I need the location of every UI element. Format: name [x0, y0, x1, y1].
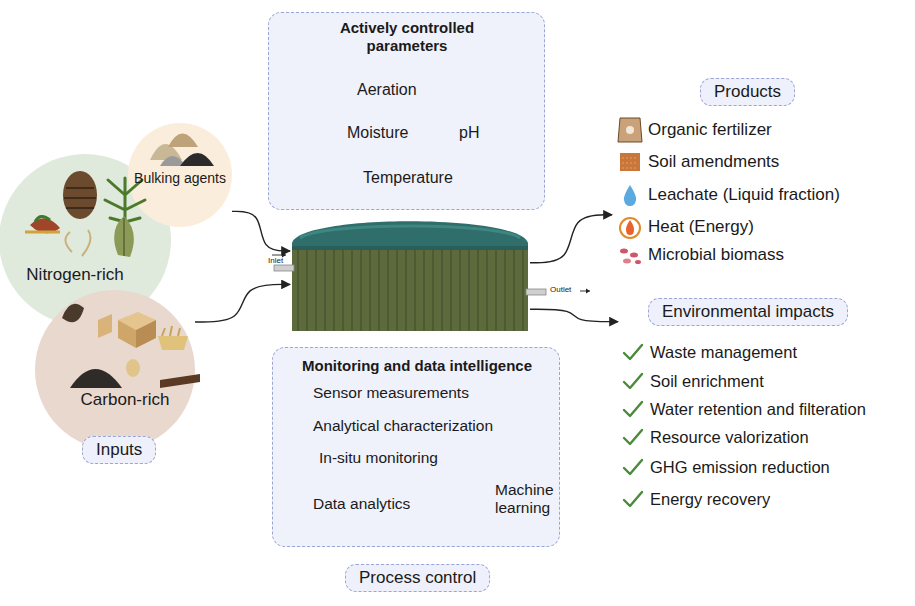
- monitoring-panel: Monitoring and data intelligenceSensor m…: [272, 347, 560, 547]
- port-label: Outlet: [550, 285, 582, 294]
- product-item: Leachate (Liquid fraction): [648, 185, 853, 205]
- impact-item: Soil enrichment: [650, 372, 910, 391]
- parameter-text: Temperature: [363, 169, 493, 188]
- bulking-icon: [150, 134, 214, 167]
- text-slot: Carbon-rich: [65, 390, 185, 410]
- product-icons: [618, 118, 642, 264]
- section-pill: Process control: [345, 564, 490, 592]
- text-slot: Analytical characterization: [313, 417, 548, 435]
- parameter-text: Aeration: [357, 81, 477, 100]
- product-item: Heat (Energy): [648, 217, 848, 237]
- flow-arrow: [530, 215, 612, 263]
- pill-label: Environmental impacts: [662, 302, 834, 322]
- text-slot: Resource valorization: [650, 428, 910, 447]
- parameter-text: Moisture: [347, 124, 447, 143]
- text-slot: Leachate (Liquid fraction): [648, 185, 853, 205]
- input-label: Nitrogen-rich: [20, 265, 130, 285]
- text-slot: Waste management: [650, 343, 910, 362]
- text-slot: Energy recovery: [650, 490, 910, 509]
- product-item: Soil amendments: [648, 152, 848, 172]
- flow-arrow: [530, 309, 618, 321]
- input-label: Bulking agents: [128, 170, 232, 187]
- product-item: Microbial biomass: [648, 245, 848, 265]
- product-item: Organic fertilizer: [648, 120, 848, 140]
- text-slot: Soil amendments: [648, 152, 848, 172]
- text-slot: Actively controlled parameters: [302, 19, 512, 54]
- text-slot: Machine learning: [495, 481, 559, 518]
- product-list: Organic fertilizerSoil amendmentsLeachat…: [612, 78, 852, 268]
- impact-item: Waste management: [650, 343, 910, 362]
- section-pill: Products: [700, 78, 795, 106]
- text-slot: Monitoring and data intelligence: [273, 357, 561, 375]
- text-slot: Organic fertilizer: [648, 120, 848, 140]
- port-label: Inlet: [268, 256, 290, 265]
- text-slot: Aeration: [357, 81, 477, 100]
- impact-item: Resource valorization: [650, 428, 910, 447]
- pill-label: Inputs: [96, 440, 142, 460]
- carbon-icon: [62, 304, 200, 388]
- monitoring-text: Machine learning: [495, 481, 559, 518]
- impact-item: GHG emission reduction: [650, 458, 910, 477]
- parameter-panel: Actively controlled parametersAerationMo…: [268, 12, 545, 210]
- monitoring-text: Sensor measurements: [313, 384, 543, 402]
- input-label: Carbon-rich: [65, 390, 185, 410]
- nitrogen-icon: [25, 171, 145, 257]
- bulking-blob: [128, 123, 232, 227]
- text-slot: Soil enrichment: [650, 372, 910, 391]
- section-pill: Environmental impacts: [648, 298, 848, 326]
- impact-list: Waste managementSoil enrichmentWater ret…: [618, 298, 910, 513]
- text-slot: Bulking agents: [128, 170, 232, 187]
- digester-tank: [272, 221, 590, 331]
- text-slot: Outlet: [550, 285, 582, 294]
- impact-item: Water retention and filteration: [650, 400, 912, 419]
- section-pill: Inputs: [82, 436, 156, 464]
- pill-label: Process control: [359, 568, 476, 588]
- monitoring-text: Analytical characterization: [313, 417, 548, 435]
- text-slot: In-situ monitoring: [319, 449, 519, 467]
- input-blob: Bulking agents: [128, 123, 232, 227]
- input-blob: Carbon-rich: [35, 290, 195, 450]
- text-slot: pH: [459, 124, 499, 143]
- flow-arrow: [195, 284, 290, 322]
- text-slot: Temperature: [363, 169, 493, 188]
- monitoring-text: Monitoring and data intelligence: [273, 357, 561, 375]
- digester-tank: InletOutlet: [290, 225, 530, 333]
- carbon-blob: [35, 290, 195, 450]
- text-slot: Heat (Energy): [648, 217, 848, 237]
- parameter-text: Actively controlled parameters: [302, 19, 512, 54]
- text-slot: Nitrogen-rich: [20, 265, 130, 285]
- text-slot: Inlet: [268, 256, 290, 265]
- impact-item: Energy recovery: [650, 490, 910, 509]
- text-slot: Microbial biomass: [648, 245, 848, 265]
- pill-label: Products: [714, 82, 781, 102]
- flow-arrow: [232, 211, 290, 251]
- monitoring-text: Data analytics: [313, 495, 433, 513]
- text-slot: Data analytics: [313, 495, 433, 513]
- text-slot: Moisture: [347, 124, 447, 143]
- text-slot: GHG emission reduction: [650, 458, 910, 477]
- text-slot: Water retention and filteration: [650, 400, 912, 419]
- check-marks: [624, 345, 642, 506]
- monitoring-text: In-situ monitoring: [319, 449, 519, 467]
- parameter-text: pH: [459, 124, 499, 143]
- text-slot: Sensor measurements: [313, 384, 543, 402]
